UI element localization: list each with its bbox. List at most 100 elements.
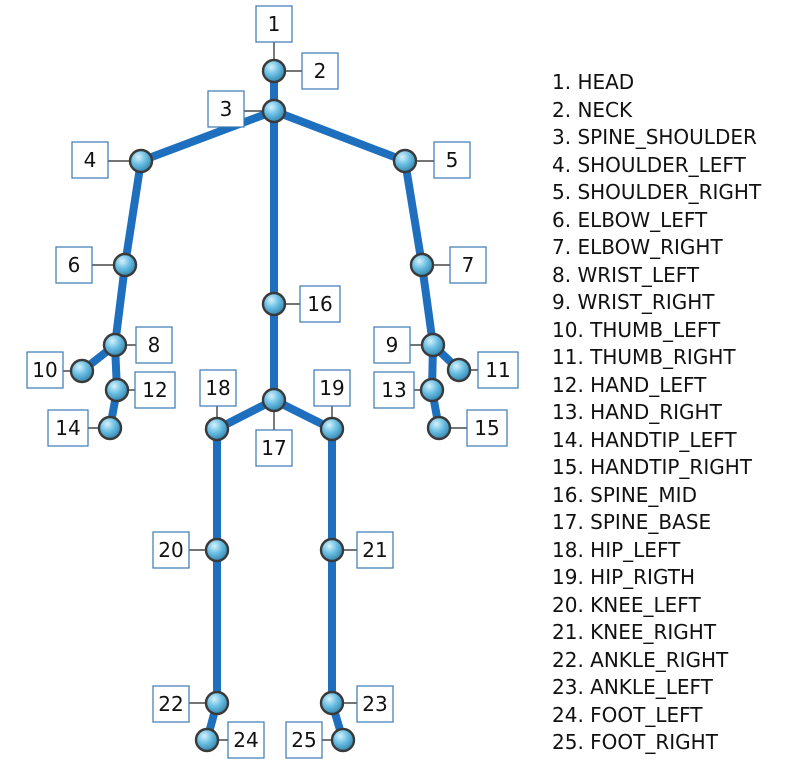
label-box: [373, 326, 411, 364]
legend-item-hand-right: 13. HAND_RIGHT: [552, 400, 722, 424]
label-box: [26, 351, 64, 389]
label-box: [301, 52, 339, 90]
joint-wrist-right: [420, 332, 446, 358]
bone-shoulder-left-to-elbow-left: [121, 157, 145, 269]
bone-spine-shoulder-to-shoulder-right: [270, 107, 409, 165]
label-box: [255, 429, 293, 467]
joint-label-knee-right: 21: [356, 531, 394, 569]
joint-label-foot-right: 25: [285, 721, 323, 759]
bone-elbow-left-to-wrist-left: [111, 261, 129, 349]
legend-item-shoulder-left: 4. SHOULDER_LEFT: [552, 152, 746, 177]
joint-foot-right: [330, 727, 356, 753]
legend-item-knee-left: 20. KNEE_LEFT: [552, 592, 701, 617]
label-number: 24: [233, 728, 258, 752]
joint-label-thumb-left: 10: [26, 351, 64, 389]
legend-item-spine-base: 17. SPINE_BASE: [552, 510, 712, 534]
legend-item-thumb-right: 11. THUMB_RIGHT: [552, 345, 736, 369]
legend-item-thumb-left: 10. THUMB_LEFT: [552, 317, 721, 342]
joint-ankle-right: [204, 690, 230, 716]
label-box: [134, 371, 176, 409]
legend-item-hip-left: 18. HIP_LEFT: [552, 537, 681, 562]
joint-label-shoulder-left: 4: [71, 141, 109, 179]
joint-label-foot-left: 24: [227, 721, 265, 759]
joint-label-handtip-right: 15: [466, 409, 508, 447]
label-box: [55, 246, 93, 284]
label-number: 17: [261, 436, 286, 460]
label-box: [433, 141, 471, 179]
legend-item-elbow-left: 6. ELBOW_LEFT: [552, 207, 708, 232]
joint-label-handtip-left: 14: [47, 409, 89, 447]
joint-label-wrist-left: 8: [135, 326, 173, 364]
joint-knee-right: [319, 537, 345, 563]
joint-label-spine-base: 17: [255, 429, 293, 467]
legend-item-spine-mid: 16. SPINE_MID: [552, 482, 697, 507]
label-number: 1: [268, 12, 281, 36]
label-box: [299, 285, 341, 323]
label-number: 5: [446, 148, 459, 172]
joint-label-wrist-right: 9: [373, 326, 411, 364]
label-box: [356, 531, 394, 569]
label-number: 23: [362, 692, 387, 716]
label-box: [373, 371, 415, 409]
label-box: [207, 90, 245, 128]
bone-shoulder-right-to-elbow-right: [401, 157, 426, 269]
joint-label-spine-mid: 16: [299, 285, 341, 323]
label-box: [255, 5, 293, 43]
label-number: 13: [381, 378, 406, 402]
label-number: 9: [386, 333, 399, 357]
joint-label-hand-right: 13: [373, 371, 415, 409]
legend-item-wrist-right: 9. WRIST_RIGHT: [552, 290, 715, 314]
label-number: 22: [158, 692, 183, 716]
label-box: [449, 246, 487, 284]
joint-hand-left: [104, 377, 130, 403]
label-box: [477, 351, 519, 389]
label-number: 16: [307, 292, 332, 316]
legend-item-knee-right: 21. KNEE_RIGHT: [552, 620, 717, 644]
label-number: 2: [314, 59, 327, 83]
joint-elbow-right: [409, 252, 435, 278]
joint-handtip-left: [97, 415, 123, 441]
legend-item-ankle-right: 22. ANKLE_RIGHT: [552, 647, 729, 672]
joint-hip-left: [204, 416, 230, 442]
legend-item-hand-left: 12. HAND_LEFT: [552, 372, 707, 397]
legend-item-elbow-right: 7. ELBOW_RIGHT: [552, 235, 723, 259]
joint-label-head: 1: [255, 5, 293, 43]
joint-shoulder-right: [392, 148, 418, 174]
label-box: [47, 409, 89, 447]
joint-hip-rigth: [319, 416, 345, 442]
joint-label-neck: 2: [301, 52, 339, 90]
legend-item-hip-rigth: 19. HIP_RIGTH: [552, 565, 695, 589]
joint-label-elbow-right: 7: [449, 246, 487, 284]
bone-elbow-right-to-wrist-right: [418, 261, 437, 349]
joint-label-thumb-right: 11: [477, 351, 519, 389]
joint-thumb-left: [69, 358, 95, 384]
joint-label-hand-left: 12: [134, 371, 176, 409]
legend-item-handtip-left: 14. HANDTIP_LEFT: [552, 427, 737, 452]
label-number: 12: [142, 378, 167, 402]
label-number: 14: [55, 416, 80, 440]
legend-item-foot-left: 24. FOOT_LEFT: [552, 702, 703, 727]
joint-shoulder-left: [128, 148, 154, 174]
legend-item-wrist-left: 8. WRIST_LEFT: [552, 262, 700, 287]
joint-thumb-right: [446, 357, 472, 383]
legend-item-spine-shoulder: 3. SPINE_SHOULDER: [552, 125, 757, 149]
legend-item-neck: 2. NECK: [552, 97, 633, 122]
joint-label-hip-rigth: 19: [313, 369, 351, 407]
label-number: 20: [158, 538, 183, 562]
joint-ankle-left: [319, 690, 345, 716]
label-box: [313, 369, 351, 407]
label-number: 3: [220, 97, 233, 121]
joint-neck: [261, 58, 287, 84]
joint-spine-base: [261, 387, 287, 413]
joint-label-hip-left: 18: [199, 369, 237, 407]
label-number: 6: [68, 253, 81, 277]
label-number: 15: [474, 416, 499, 440]
joint-knee-left: [204, 537, 230, 563]
joint-elbow-left: [112, 252, 138, 278]
label-box: [152, 531, 190, 569]
joint-spine-mid: [261, 291, 287, 317]
label-number: 18: [205, 376, 230, 400]
joint-foot-left: [194, 727, 220, 753]
